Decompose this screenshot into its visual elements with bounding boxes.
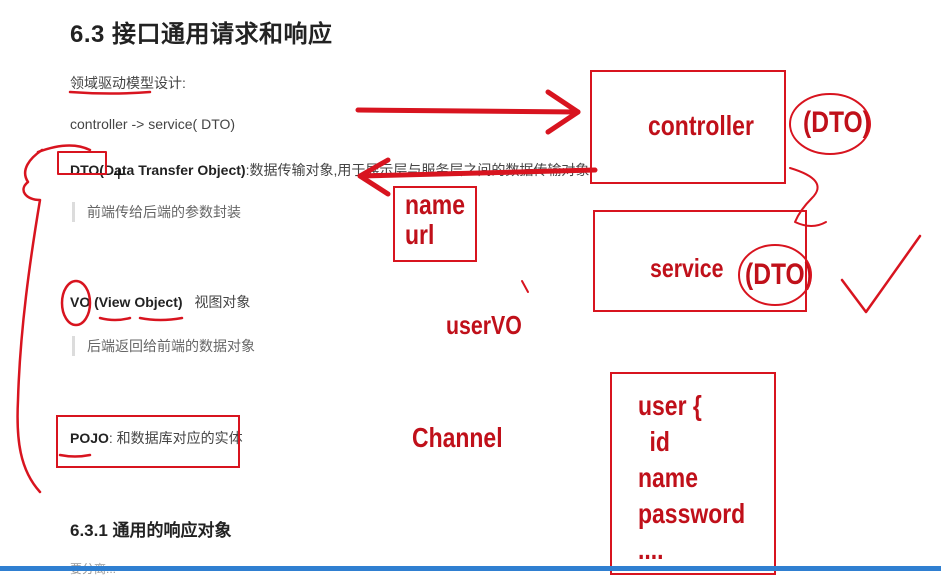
vo-term: VO (View Object) <box>70 294 183 310</box>
checkmark <box>840 234 922 314</box>
left-brace-top-hook <box>36 144 92 154</box>
pojo-box <box>56 415 240 468</box>
user-field-name: name <box>638 462 698 493</box>
user-field-password: password <box>638 498 746 529</box>
controller-box <box>590 70 786 184</box>
page-title: 6.3 接口通用请求和响应 <box>70 21 333 48</box>
annotation-user-block: user { id name password .... <box>638 388 745 568</box>
service-dto-circle <box>738 244 812 306</box>
annotation-name-url: name url <box>405 190 465 250</box>
annotation-uservo: userVO <box>446 310 522 340</box>
left-brace <box>16 148 44 494</box>
dto-term: DTO(Data Transfer Object) <box>70 162 246 178</box>
user-open: user { <box>638 390 702 421</box>
vo-desc: 视图对象 <box>194 294 251 310</box>
underline-object <box>138 316 184 322</box>
pojo-line: POJO: 和数据库对应的实体 <box>70 428 243 448</box>
domain-design-label: 领域驱动模型设计: <box>70 75 186 91</box>
annotation-service-dto: (DTO) <box>745 258 813 291</box>
annotation-controller-dto: (DTO) <box>803 106 871 139</box>
pojo-term: POJO <box>70 430 109 446</box>
annotation-controller: controller <box>648 110 754 141</box>
user-field-id: id <box>649 426 670 457</box>
arrow-from-controller <box>357 167 598 179</box>
vo-line: VO (View Object) 视图对象 <box>70 292 250 312</box>
annotation-url: url <box>405 219 435 250</box>
crosshair-cursor-icon: + <box>113 164 125 186</box>
small-tick-mark <box>521 280 529 293</box>
vo-circle <box>60 279 92 327</box>
subheading: 6.3.1 通用的响应对象 <box>70 521 232 540</box>
user-ellipsis: .... <box>638 534 664 565</box>
name-url-box <box>393 186 477 262</box>
flow-text: controller -> service( DTO) <box>70 116 236 132</box>
annotation-service: service <box>650 253 724 283</box>
dto-quote: 前端传给后端的参数封装 <box>72 202 241 222</box>
dto-connector-squiggle <box>789 167 827 227</box>
underline-pojo <box>58 453 92 458</box>
underline-view <box>98 316 132 322</box>
dto-small-box <box>57 151 107 175</box>
arrow-to-controller <box>355 107 581 115</box>
annotation-channel: Channel <box>412 422 503 453</box>
arrow-to-controller-head <box>545 89 581 135</box>
bottom-status-bar <box>0 566 941 571</box>
annotation-name: name <box>405 189 465 220</box>
vo-quote: 后端返回给前端的数据对象 <box>72 336 255 356</box>
controller-dto-circle <box>789 93 871 155</box>
underline-domain-design <box>68 90 152 95</box>
pojo-desc: : 和数据库对应的实体 <box>108 430 243 446</box>
arrow-from-controller-head <box>357 157 391 197</box>
